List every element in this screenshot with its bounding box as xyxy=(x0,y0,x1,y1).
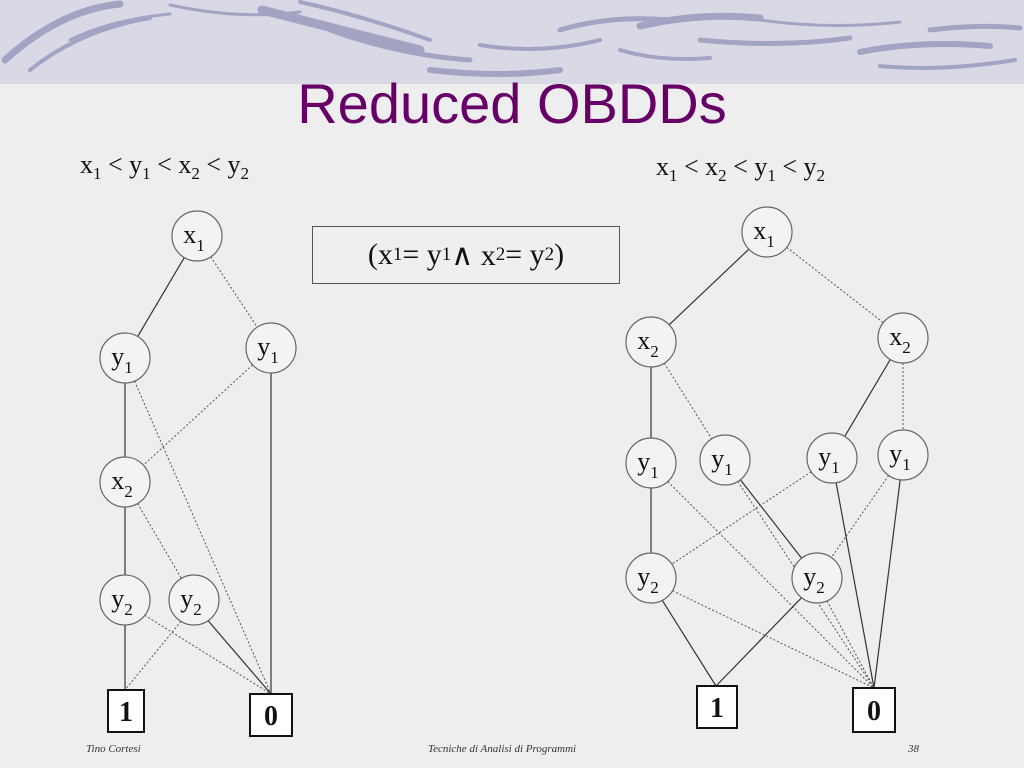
edge-low-R_x2a-R_y1b xyxy=(663,362,713,440)
edge-low-L_y2a-L_zero xyxy=(144,614,272,695)
edge-low-R_y2b-R_zero xyxy=(826,600,875,689)
left-variable-ordering: x1 < y1 < x2 < y2 xyxy=(80,150,250,184)
terminal-label: 0 xyxy=(867,696,881,727)
terminal-node-L_zero: 0 xyxy=(249,693,293,737)
edge-high-R_x1-R_x2a xyxy=(668,248,750,326)
edge-high-R_y1c-R_zero xyxy=(835,482,875,689)
node-variable-label: y1 xyxy=(711,444,733,479)
node-variable-label: x2 xyxy=(637,326,659,361)
edge-high-R_y1d-R_zero xyxy=(873,479,901,689)
node-variable-label: y2 xyxy=(803,562,825,597)
node-variable-label: y1 xyxy=(889,439,911,474)
terminal-node-R_zero: 0 xyxy=(852,687,896,733)
node-variable-label: y2 xyxy=(180,584,202,619)
edge-low-R_x1-R_x2b xyxy=(786,246,884,324)
variable-node-L_x1: x1 xyxy=(171,210,223,262)
terminal-label: 1 xyxy=(710,693,724,724)
node-variable-label: y1 xyxy=(818,442,840,477)
edge-high-R_y1b-R_y2b xyxy=(739,479,803,559)
node-variable-label: x1 xyxy=(753,216,775,251)
edge-low-R_y1a-R_zero xyxy=(667,481,875,689)
variable-node-L_y2a: y2 xyxy=(99,574,151,626)
edge-low-R_y1b-R_zero xyxy=(737,481,875,689)
node-layer: x1 y1 y1 x2 y2 y2 1 0 x1 x2 x2 y1 y1 y1 y1 y2 y2 1 0 xyxy=(99,206,929,737)
footer-author: Tino Cortesi xyxy=(86,743,141,755)
edge-low-L_y2b-L_one xyxy=(124,621,182,691)
node-variable-label: x2 xyxy=(889,322,911,357)
variable-node-R_y2b: y2 xyxy=(791,552,843,604)
edge-high-L_y2b-L_zero xyxy=(207,620,272,695)
variable-node-R_y2a: y2 xyxy=(625,552,677,604)
edge-low-L_x1-L_y1b xyxy=(210,256,258,328)
edge-low-R_y1d-R_y2b xyxy=(830,475,890,558)
edge-layer xyxy=(124,246,904,695)
variable-node-R_x2b: x2 xyxy=(877,312,929,364)
edge-low-L_y1a-L_zero xyxy=(134,380,272,695)
variable-node-R_y1c: y1 xyxy=(806,432,858,484)
variable-node-R_x1: x1 xyxy=(741,206,793,258)
node-variable-label: y1 xyxy=(257,332,279,367)
variable-node-L_y1a: y1 xyxy=(99,332,151,384)
edge-high-L_x1-L_y1a xyxy=(137,257,185,337)
edge-high-R_y2a-R_one xyxy=(661,600,717,687)
terminal-label: 1 xyxy=(119,697,133,728)
footer-page-number: 38 xyxy=(908,743,919,755)
edge-low-L_x2-L_y2b xyxy=(137,503,182,579)
right-variable-ordering: x1 < x2 < y1 < y2 xyxy=(656,152,826,186)
footer-course: Tecniche di Analisi di Programmi xyxy=(428,743,577,755)
terminal-node-L_one: 1 xyxy=(107,689,145,733)
variable-node-R_x2a: x2 xyxy=(625,316,677,368)
node-variable-label: x1 xyxy=(183,220,205,255)
edge-high-R_x2b-R_y1c xyxy=(844,359,891,437)
edge-low-L_y1b-L_x2 xyxy=(143,364,253,466)
edge-low-R_y1c-R_y2a xyxy=(671,471,812,565)
variable-node-R_y1d: y1 xyxy=(877,429,929,481)
edge-low-R_y2a-R_zero xyxy=(672,590,875,689)
slide-title: Reduced OBDDs xyxy=(297,72,727,135)
terminal-node-R_one: 1 xyxy=(696,685,738,729)
node-variable-label: y2 xyxy=(637,562,659,597)
variable-node-R_y1b: y1 xyxy=(699,434,751,486)
node-variable-label: y1 xyxy=(111,342,133,377)
node-variable-label: y2 xyxy=(111,584,133,619)
variable-node-L_y1b: y1 xyxy=(245,322,297,374)
decorative-header-band xyxy=(0,0,1024,84)
node-variable-label: x2 xyxy=(111,466,133,501)
terminal-label: 0 xyxy=(264,701,278,732)
decorative-stroke-pattern xyxy=(1,0,1023,77)
variable-node-R_y1a: y1 xyxy=(625,437,677,489)
variable-node-L_x2: x2 xyxy=(99,456,151,508)
node-variable-label: y1 xyxy=(637,447,659,482)
edge-high-R_y2b-R_one xyxy=(715,597,803,687)
variable-node-L_y2b: y2 xyxy=(168,574,220,626)
